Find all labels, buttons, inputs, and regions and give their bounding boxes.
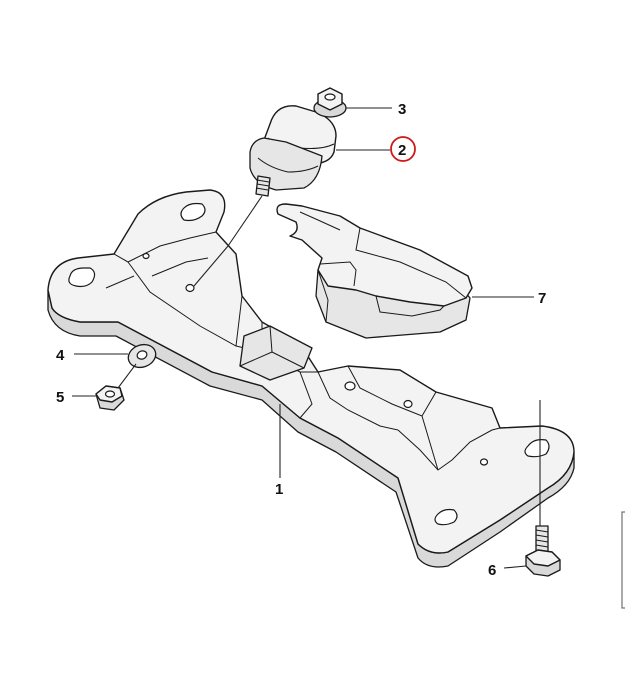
heat-shield-part[interactable]	[276, 203, 473, 339]
callout-2[interactable]: 2	[398, 142, 406, 159]
callout-5[interactable]: 5	[56, 389, 64, 406]
callout-1[interactable]: 1	[275, 481, 283, 498]
callout-3[interactable]: 3	[398, 101, 406, 118]
adjacent-frame-edge	[621, 511, 625, 609]
callout-7[interactable]: 7	[538, 290, 546, 307]
hex-nut-part[interactable]	[95, 385, 125, 411]
flange-nut-part[interactable]	[313, 87, 347, 118]
callout-2-highlight-ring	[390, 136, 416, 162]
washer-part[interactable]	[125, 341, 159, 371]
callout-6[interactable]: 6	[488, 562, 496, 579]
callouts: 3 2 7 4 5 1 6	[56, 101, 546, 579]
crossmember-part[interactable]	[47, 189, 575, 568]
transmission-mount-part[interactable]	[249, 105, 337, 197]
leader-lines	[72, 107, 541, 569]
hex-bolt-part[interactable]	[525, 525, 561, 577]
callout-4[interactable]: 4	[56, 347, 65, 364]
